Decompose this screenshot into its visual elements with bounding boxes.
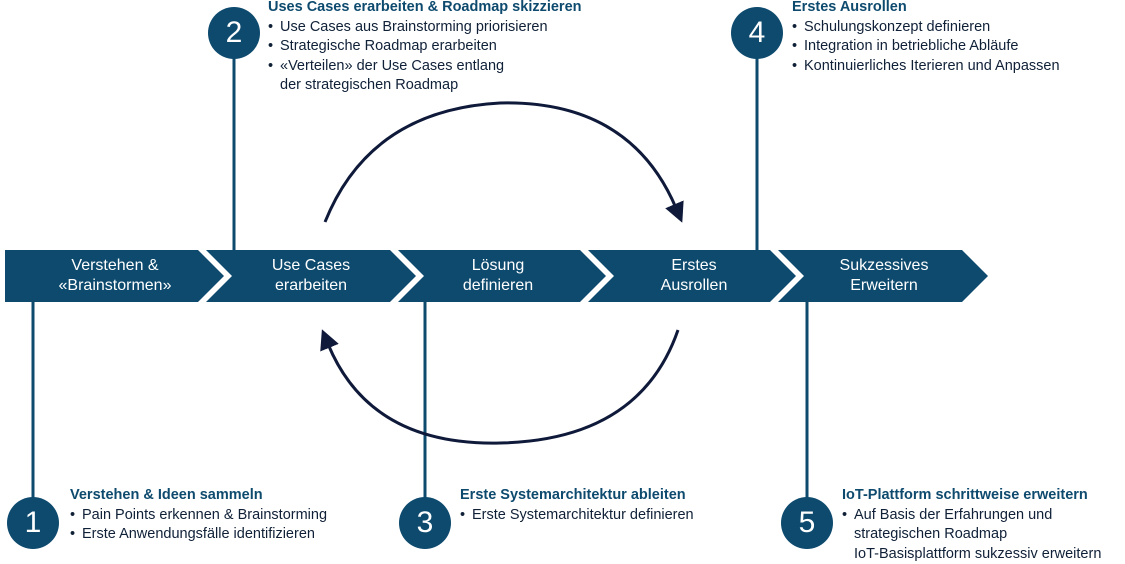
step-2-block: Uses Cases erarbeiten & Roadmap skizzier… [268,0,582,96]
step-number-2: 2 [208,7,260,59]
step-5-title: IoT-Plattform schrittweise erweitern [842,486,1101,506]
step-1-block: Verstehen & Ideen sammeln Pain Points er… [70,486,327,545]
step-1-item-text: Erste Anwendungsfälle identifizieren [82,525,327,545]
step-2-item: «Verteilen» der Use Cases entlang der st… [268,57,582,96]
phase-4-line-2: Ausrollen [619,276,769,296]
phase-3-line-2: definieren [423,276,573,296]
step-3-item: Erste Systemarchitektur definieren [460,506,694,526]
step-1-title: Verstehen & Ideen sammeln [70,486,327,506]
phase-label-5: Sukzessives Erweitern [809,256,959,296]
step-5-item: Auf Basis der Erfahrungen und strategisc… [842,506,1101,564]
phase-4-line-1: Erstes [619,256,769,276]
phase-3-line-1: Lösung [423,256,573,276]
phase-1-line-1: Verstehen & [40,256,190,276]
step-4-block: Erstes Ausrollen Schulungskonzept defini… [792,0,1060,76]
phase-label-4: Erstes Ausrollen [619,256,769,296]
step-1-item: Pain Points erkennen & Brainstorming [70,506,327,526]
step-3-item-text: Erste Systemarchitektur definieren [472,506,694,526]
step-4-title: Erstes Ausrollen [792,0,1060,18]
step-2-title: Uses Cases erarbeiten & Roadmap skizzier… [268,0,582,18]
step-3-block: Erste Systemarchitektur ableiten Erste S… [460,486,694,525]
cycle-arrow-top [325,103,676,222]
phase-2-line-2: erarbeiten [236,276,386,296]
step-5-item-text-continued: strategischen Roadmap [854,525,1101,545]
step-5-list: Auf Basis der Erfahrungen und strategisc… [842,506,1101,564]
phase-2-line-1: Use Cases [236,256,386,276]
step-2-list: Use Cases aus Brainstorming priorisieren… [268,18,582,96]
step-1-list: Pain Points erkennen & Brainstorming Ers… [70,506,327,545]
step-2-item-text: Strategische Roadmap erarbeiten [280,37,582,57]
phase-label-1: Verstehen & «Brainstormen» [40,256,190,296]
step-number-3: 3 [399,497,451,549]
phase-1-line-2: «Brainstormen» [40,276,190,296]
step-4-item: Integration in betriebliche Abläufe [792,37,1060,57]
step-5-item-text: Auf Basis der Erfahrungen und [854,506,1101,526]
step-number-1: 1 [7,497,59,549]
cycle-arrow-bottom [328,330,678,443]
step-2-item: Use Cases aus Brainstorming priorisieren [268,18,582,38]
phase-5-line-2: Erweitern [809,276,959,296]
step-4-item: Kontinuierliches Iterieren und Anpassen [792,57,1060,77]
step-4-item: Schulungskonzept definieren [792,18,1060,38]
step-number-5: 5 [781,497,833,549]
phase-label-3: Lösung definieren [423,256,573,296]
step-1-item: Erste Anwendungsfälle identifizieren [70,525,327,545]
step-2-item-text: Use Cases aus Brainstorming priorisieren [280,18,582,38]
step-3-title: Erste Systemarchitektur ableiten [460,486,694,506]
step-5-block: IoT-Plattform schrittweise erweitern Auf… [842,486,1101,564]
step-number-4: 4 [731,7,783,59]
step-2-item-text-continued: der strategischen Roadmap [280,76,582,96]
step-4-list: Schulungskonzept definieren Integration … [792,18,1060,77]
step-2-item: Strategische Roadmap erarbeiten [268,37,582,57]
step-1-item-text: Pain Points erkennen & Brainstorming [82,506,327,526]
step-4-item-text: Integration in betriebliche Abläufe [804,37,1060,57]
step-5-item-text-continued: IoT-Basisplattform sukzessiv erweitern [854,545,1101,564]
step-3-list: Erste Systemarchitektur definieren [460,506,694,526]
step-4-item-text: Schulungskonzept definieren [804,18,1060,38]
step-4-item-text: Kontinuierliches Iterieren und Anpassen [804,57,1060,77]
phase-5-line-1: Sukzessives [809,256,959,276]
step-2-item-text: «Verteilen» der Use Cases entlang [280,57,582,77]
phase-label-2: Use Cases erarbeiten [236,256,386,296]
